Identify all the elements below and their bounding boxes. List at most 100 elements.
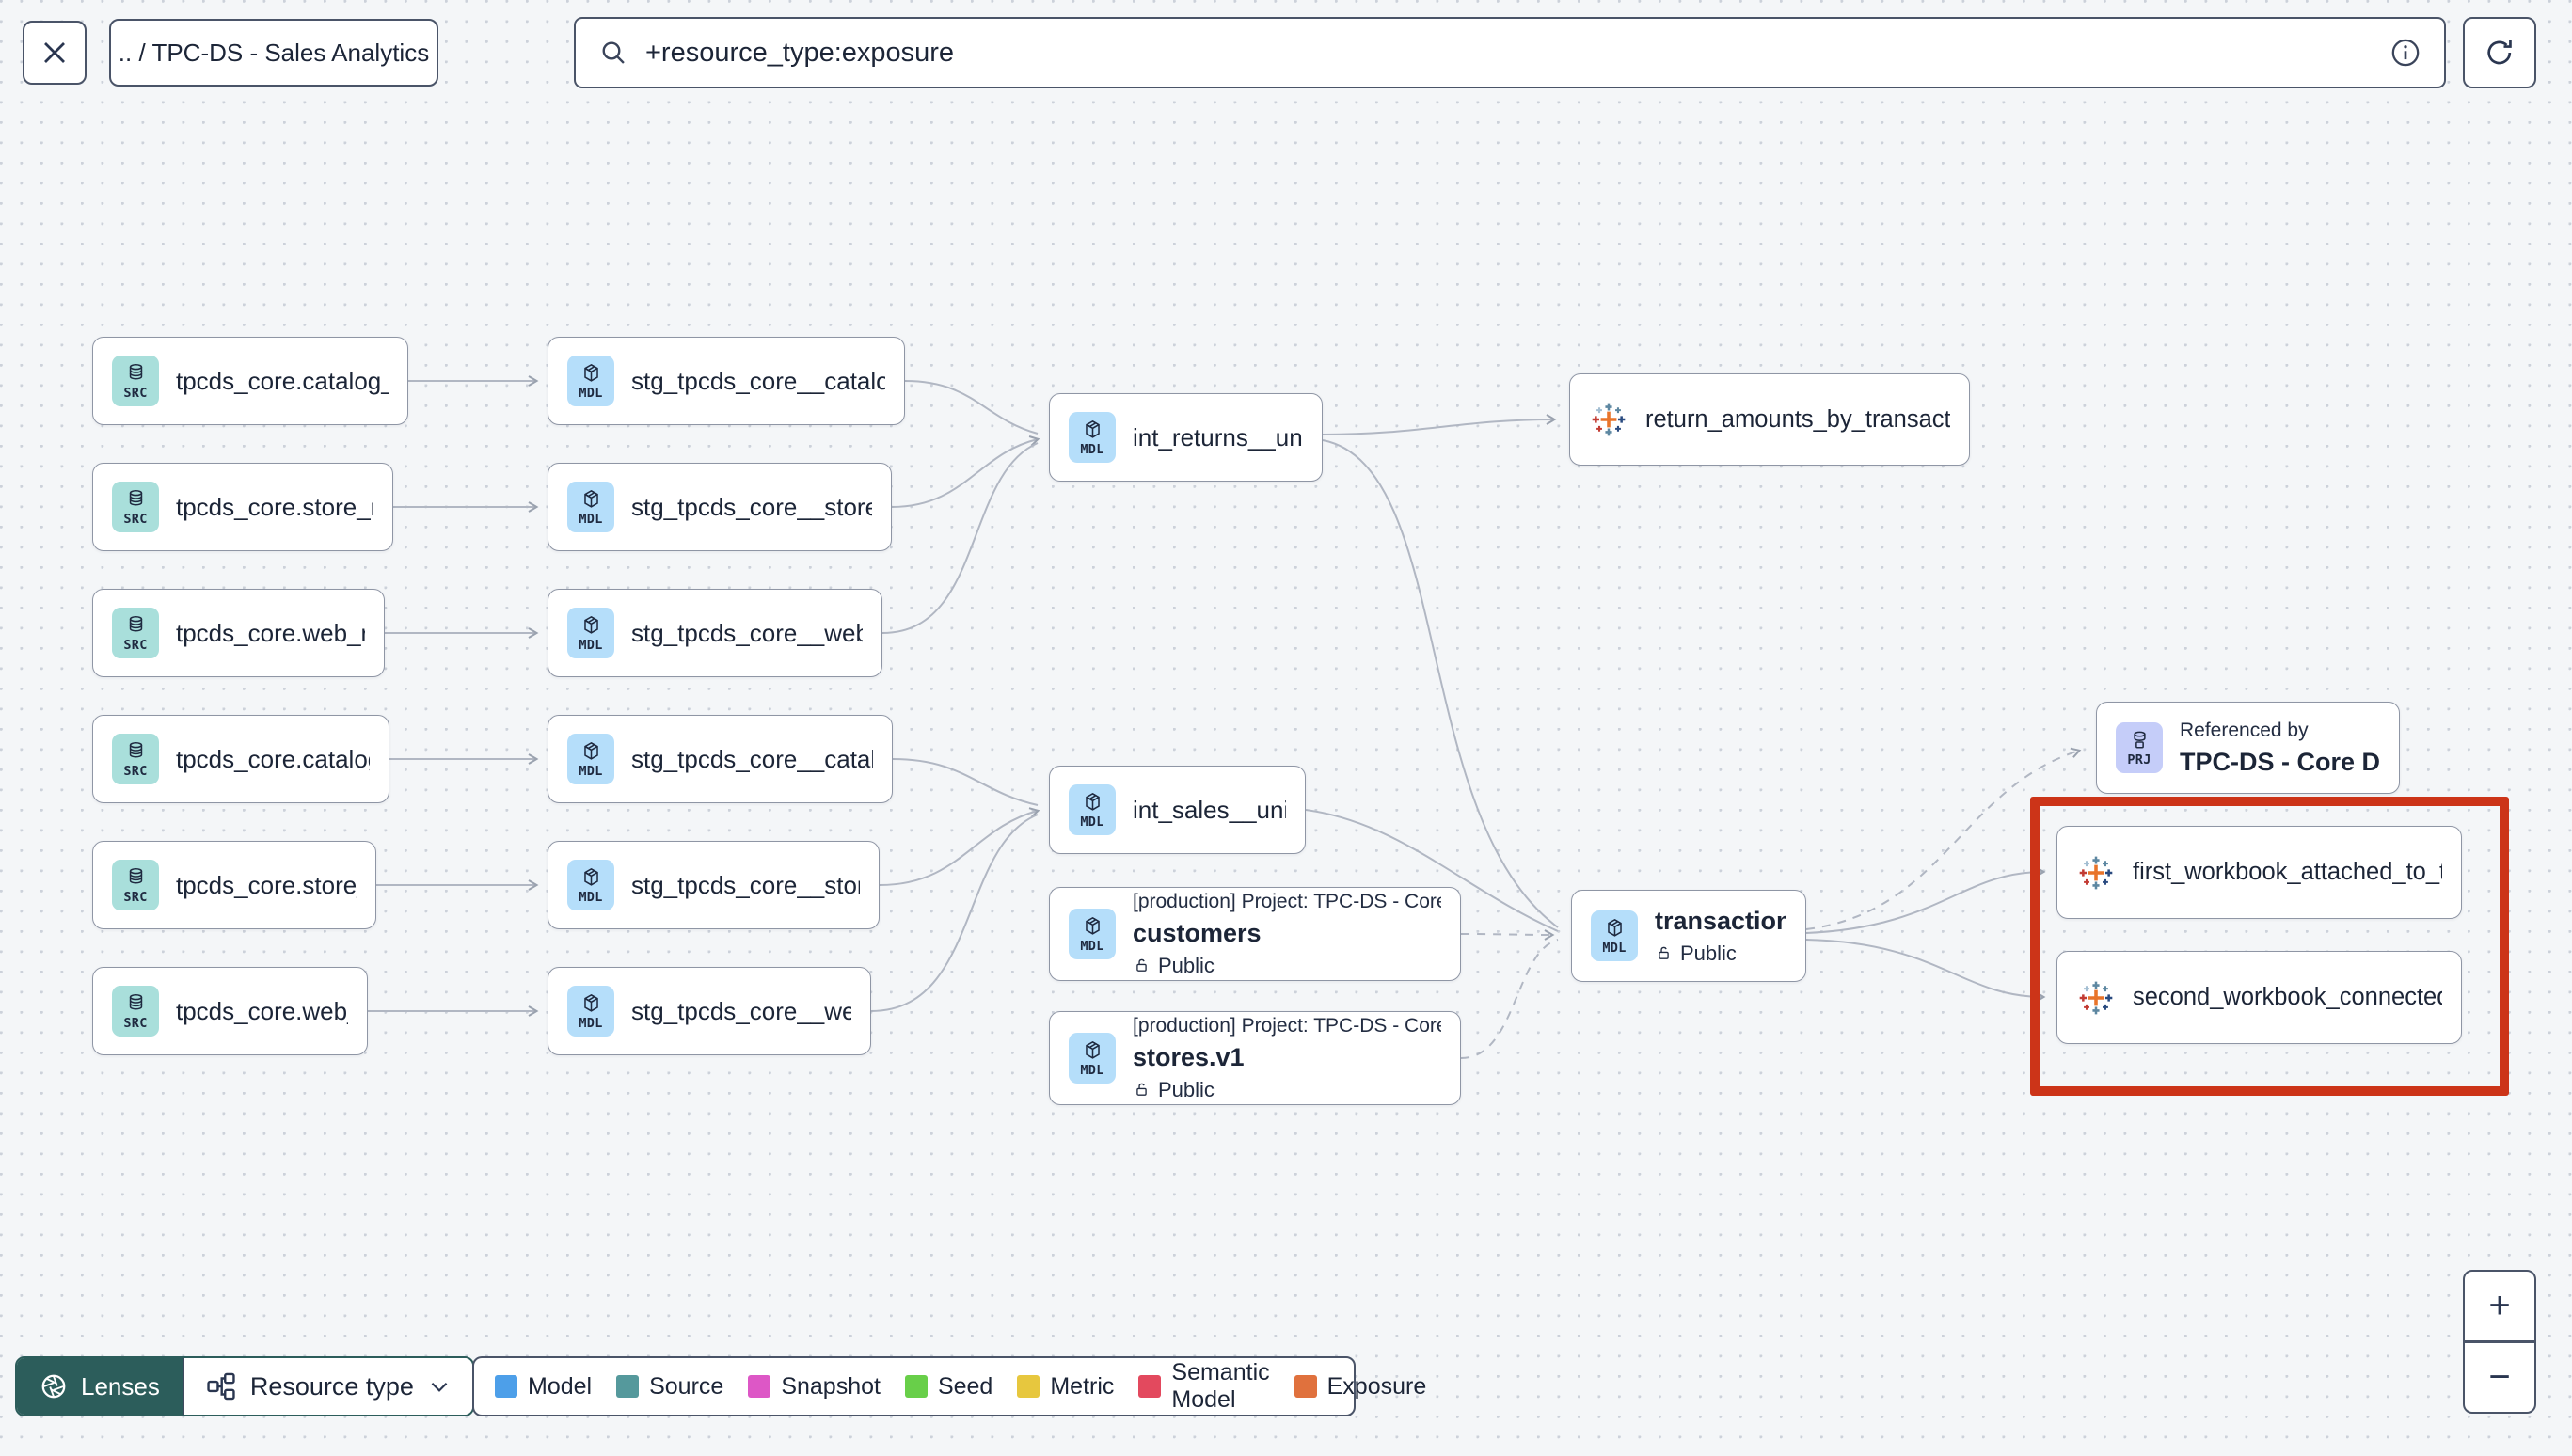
badge-label: MDL bbox=[579, 511, 603, 527]
badge-label: MDL bbox=[579, 763, 603, 779]
close-icon bbox=[44, 42, 65, 63]
lineage-edge bbox=[1322, 414, 1557, 435]
chevron-down-icon bbox=[431, 1382, 448, 1392]
lineage-node-exposure-first-workbook[interactable]: first_workbook_attached_to_tpc-ds_-_… bbox=[2056, 826, 2462, 919]
badge-label: PRJ bbox=[2127, 752, 2151, 768]
legend-label: Source bbox=[649, 1372, 724, 1400]
node-visibility: Public bbox=[1133, 1078, 1441, 1102]
lock-open-icon bbox=[1659, 946, 1669, 959]
lineage-node-source-store-returns[interactable]: SRC tpcds_core.store_returns bbox=[92, 463, 393, 551]
model-icon bbox=[1085, 792, 1100, 811]
zoom-in-button[interactable]: + bbox=[2465, 1272, 2534, 1340]
badge-label: SRC bbox=[123, 1015, 148, 1031]
lenses-aperture-icon bbox=[41, 1374, 66, 1399]
model-badge: MDL bbox=[567, 986, 614, 1037]
legend-swatch bbox=[1294, 1375, 1317, 1398]
model-badge: MDL bbox=[567, 860, 614, 910]
breadcrumb[interactable]: .. / TPC-DS - Sales Analytics bbox=[109, 19, 438, 87]
project-icon bbox=[2133, 731, 2146, 749]
lineage-node-exposure-return-amounts[interactable]: return_amounts_by_transaction_type bbox=[1569, 373, 1970, 466]
badge-label: MDL bbox=[1080, 814, 1104, 830]
legend-item-semantic-model: Semantic Model bbox=[1138, 1359, 1270, 1414]
lineage-node-model-stg-web-returns[interactable]: MDL stg_tpcds_core__web_returns bbox=[548, 589, 882, 677]
badge-label: MDL bbox=[1080, 938, 1104, 954]
legend-item-exposure: Exposure bbox=[1294, 1373, 1426, 1401]
lineage-node-model-stg-store-sales[interactable]: MDL stg_tpcds_core__store_sales bbox=[548, 841, 880, 929]
model-badge: MDL bbox=[1069, 1033, 1116, 1084]
node-title: customers bbox=[1133, 918, 1262, 947]
refresh-button[interactable] bbox=[2463, 17, 2536, 88]
database-icon bbox=[129, 993, 142, 1009]
legend-label: Model bbox=[528, 1372, 593, 1400]
project-badge: PRJ bbox=[2116, 722, 2163, 773]
lineage-node-model-stg-catalog-sales[interactable]: MDL stg_tpcds_core__catalog_sales bbox=[548, 715, 893, 803]
legend-swatch bbox=[495, 1375, 517, 1398]
lineage-node-model-stg-web-sales[interactable]: MDL stg_tpcds_core__web_sales bbox=[548, 967, 871, 1055]
node-visibility: Public bbox=[1133, 954, 1441, 978]
resource-type-legend: Model Source Snapshot Seed Metric Semant… bbox=[472, 1356, 1426, 1416]
badge-label: MDL bbox=[579, 1015, 603, 1031]
lineage-node-model-stores-v1[interactable]: MDL [production] Project: TPC-DS - Core … bbox=[1049, 1011, 1461, 1105]
lineage-node-model-int-returns-unioned[interactable]: MDL int_returns__unioned bbox=[1049, 393, 1323, 482]
lineage-node-model-transactions[interactable]: MDL transactions Public bbox=[1571, 890, 1806, 982]
info-icon[interactable] bbox=[2389, 37, 2421, 69]
resource-type-label: Resource type bbox=[249, 1371, 414, 1401]
model-icon bbox=[1607, 918, 1622, 937]
model-badge: MDL bbox=[1069, 909, 1116, 959]
source-badge: SRC bbox=[112, 482, 159, 532]
resource-type-button[interactable]: Resource type bbox=[182, 1358, 472, 1415]
lineage-node-model-int-sales-unioned[interactable]: MDL int_sales__unioned bbox=[1049, 766, 1306, 854]
search-input[interactable] bbox=[645, 37, 2373, 69]
lineage-node-model-customers[interactable]: MDL [production] Project: TPC-DS - Core … bbox=[1049, 887, 1461, 981]
node-title: transactions bbox=[1655, 906, 1786, 935]
badge-label: MDL bbox=[1080, 1062, 1104, 1078]
zoom-in-icon: + bbox=[2488, 1285, 2511, 1327]
legend-swatch bbox=[1017, 1375, 1040, 1398]
search-bar[interactable] bbox=[574, 17, 2446, 88]
legend-swatch bbox=[748, 1375, 771, 1398]
lineage-node-source-catalog-returns[interactable]: SRC tpcds_core.catalog_returns bbox=[92, 337, 408, 425]
node-title: tpcds_core.web_sales bbox=[176, 996, 348, 1025]
lineage-node-source-web-returns[interactable]: SRC tpcds_core.web_returns bbox=[92, 589, 385, 677]
model-icon bbox=[583, 489, 598, 508]
lineage-edge bbox=[1460, 929, 1555, 941]
source-badge: SRC bbox=[112, 860, 159, 910]
model-badge: MDL bbox=[1069, 784, 1116, 835]
tableau-icon bbox=[1592, 403, 1626, 436]
lineage-node-source-web-sales[interactable]: SRC tpcds_core.web_sales bbox=[92, 967, 368, 1055]
lineage-edge bbox=[879, 807, 1040, 886]
lineage-node-model-stg-store-returns[interactable]: MDL stg_tpcds_core__store_returns bbox=[548, 463, 892, 551]
lineage-edge bbox=[1460, 939, 1559, 1059]
badge-label: SRC bbox=[123, 889, 148, 905]
zoom-out-button[interactable]: − bbox=[2465, 1343, 2534, 1412]
lineage-node-exposure-second-workbook[interactable]: second_workbook_connected_to_live… bbox=[2056, 951, 2462, 1044]
close-button[interactable] bbox=[23, 21, 87, 85]
source-badge: SRC bbox=[112, 734, 159, 784]
lineage-node-source-store-sales[interactable]: SRC tpcds_core.store_sales bbox=[92, 841, 376, 929]
node-title: tpcds_core.store_sales bbox=[176, 870, 357, 899]
lineage-edge bbox=[892, 758, 1039, 806]
lineage-edge bbox=[870, 814, 1039, 1012]
node-title: int_returns__unioned bbox=[1133, 422, 1303, 451]
model-icon bbox=[583, 993, 598, 1012]
source-badge: SRC bbox=[112, 608, 159, 658]
lenses-button[interactable]: Lenses bbox=[17, 1358, 183, 1415]
lineage-edge bbox=[1805, 939, 2046, 1003]
lineage-edge bbox=[881, 442, 1039, 634]
node-pretitle: [production] Project: TPC-DS - Core Data… bbox=[1133, 1014, 1441, 1037]
lineage-edge bbox=[891, 435, 1040, 508]
badge-label: MDL bbox=[579, 385, 603, 401]
node-title: stg_tpcds_core__store_returns bbox=[631, 492, 872, 521]
legend-swatch bbox=[904, 1375, 928, 1398]
legend-label: Seed bbox=[937, 1372, 993, 1400]
lineage-node-source-catalog-sales[interactable]: SRC tpcds_core.catalog_sales bbox=[92, 715, 389, 803]
lineage-node-model-stg-catalog-returns[interactable]: MDL stg_tpcds_core__catalog_returns bbox=[548, 337, 905, 425]
resource-type-icon bbox=[207, 1372, 235, 1401]
legend-label: Snapshot bbox=[781, 1372, 881, 1400]
node-title: stg_tpcds_core__web_sales bbox=[631, 996, 851, 1025]
model-badge: MDL bbox=[567, 734, 614, 784]
legend-item-model: Model bbox=[495, 1373, 592, 1401]
